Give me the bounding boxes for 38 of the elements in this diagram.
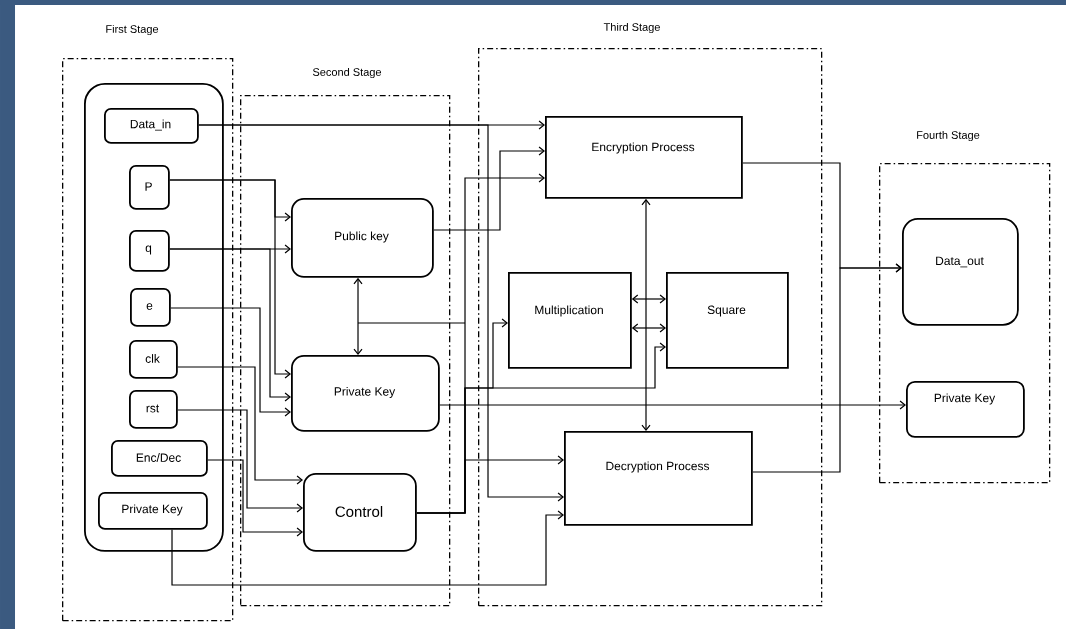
rounded-box: Private Key xyxy=(906,381,1025,438)
rounded-box: Private Key xyxy=(291,355,440,432)
rounded-box: Data_out xyxy=(902,218,1019,326)
connector xyxy=(353,277,363,355)
rounded-box: Control xyxy=(303,473,417,552)
connector xyxy=(171,510,564,586)
process-box: Encryption Process xyxy=(545,116,743,199)
rounded-box: Enc/Dec xyxy=(111,440,208,477)
node-label: Second Stage xyxy=(312,67,382,79)
connector xyxy=(169,179,291,379)
connector xyxy=(207,459,303,537)
rounded-box: clk xyxy=(129,340,178,379)
process-box: Square xyxy=(666,272,789,369)
rounded-box: P xyxy=(129,165,170,210)
connector xyxy=(752,263,902,473)
connector xyxy=(198,124,564,502)
connector xyxy=(641,198,651,431)
process-box: Decryption Process xyxy=(564,431,753,526)
process-box: Multiplication xyxy=(508,272,632,369)
connector xyxy=(416,342,666,514)
connector xyxy=(631,294,666,304)
connector xyxy=(631,323,666,333)
rounded-box: Public key xyxy=(291,198,434,278)
connector xyxy=(439,400,906,410)
rounded-box: q xyxy=(129,230,170,272)
connector xyxy=(169,248,291,402)
node-label: Fourth Stage xyxy=(917,130,980,142)
connector xyxy=(177,409,303,513)
rounded-box: e xyxy=(130,288,171,327)
rounded-box: Private Key xyxy=(98,492,208,530)
container-box xyxy=(84,83,224,552)
rounded-box: Data_in xyxy=(104,108,199,144)
rounded-box: rst xyxy=(129,390,178,429)
node-label: First Stage xyxy=(106,24,159,36)
connector xyxy=(177,366,303,485)
node-label: Third Stage xyxy=(603,22,660,34)
connector xyxy=(170,307,291,417)
connector xyxy=(433,146,545,231)
